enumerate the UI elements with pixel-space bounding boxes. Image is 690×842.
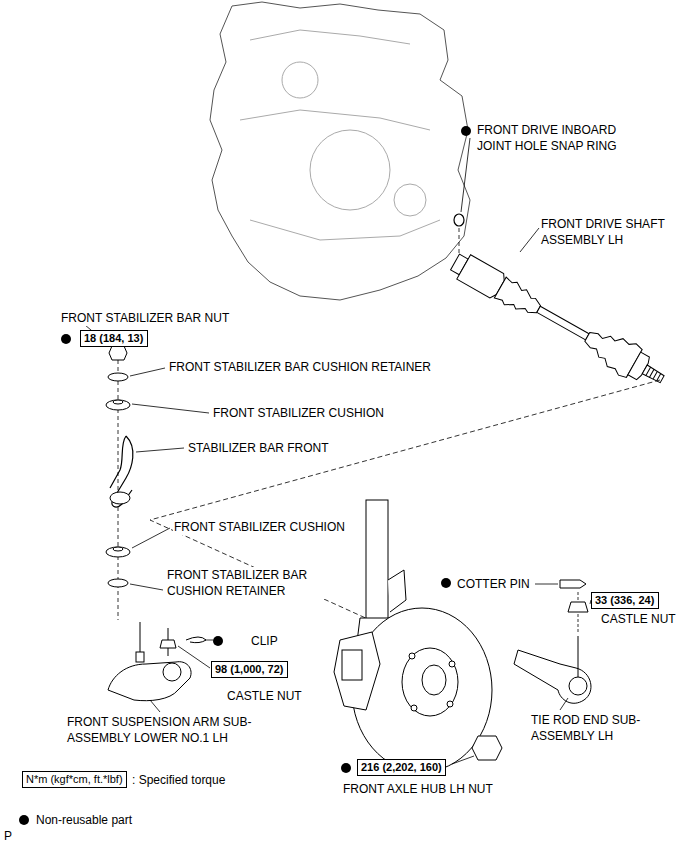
part-name: FRONT STABILIZER CUSHION (173, 519, 346, 535)
torque-box: 33 (336, 24) (591, 592, 659, 609)
part-name: COTTER PIN (456, 576, 531, 592)
part-name: FRONT SUSPENSION ARM SUB-ASSEMBLY LOWER … (66, 714, 293, 746)
part-name: FRONT STABILIZER BAR CUSHION RETAINER (168, 359, 432, 375)
torque-value: N*m (kgf*cm, ft.*lbf) (26, 773, 123, 786)
part-name: FRONT DRIVE SHAFT ASSEMBLY LH (540, 216, 690, 248)
torque-value: 216 (2,202, 160) (361, 761, 442, 774)
legend-text: : Specified torque (131, 772, 226, 788)
torque-box: 216 (2,202, 160) (357, 759, 446, 776)
part-name: TIE ROD END SUB-ASSEMBLY LH (530, 712, 662, 744)
torque-value: 98 (1,000, 72) (215, 663, 284, 676)
page-code: P (3, 828, 13, 842)
torque-box: 98 (1,000, 72) (211, 661, 288, 678)
part-name: FRONT STABILIZER BAR NUT (60, 310, 230, 326)
part-name: FRONT STABILIZER CUSHION (212, 405, 385, 421)
torque-value: 33 (336, 24) (595, 594, 655, 607)
part-name: CASTLE NUT (600, 611, 677, 627)
legend-torque-box: N*m (kgf*cm, ft.*lbf) (22, 771, 127, 788)
part-name: STABILIZER BAR FRONT (187, 440, 329, 456)
part-name: CASTLE NUT (226, 688, 303, 704)
part-name: FRONT STABILIZER BAR CUSHION RETAINER (166, 567, 333, 599)
part-name: FRONT AXLE HUB LH NUT (342, 781, 494, 797)
torque-box: 18 (184, 13) (80, 330, 148, 347)
torque-value: 18 (184, 13) (84, 332, 144, 345)
part-name: CLIP (250, 633, 279, 649)
part-name: FRONT DRIVE INBOARD JOINT HOLE SNAP RING (476, 122, 653, 154)
legend-text: Non-reusable part (35, 812, 133, 828)
